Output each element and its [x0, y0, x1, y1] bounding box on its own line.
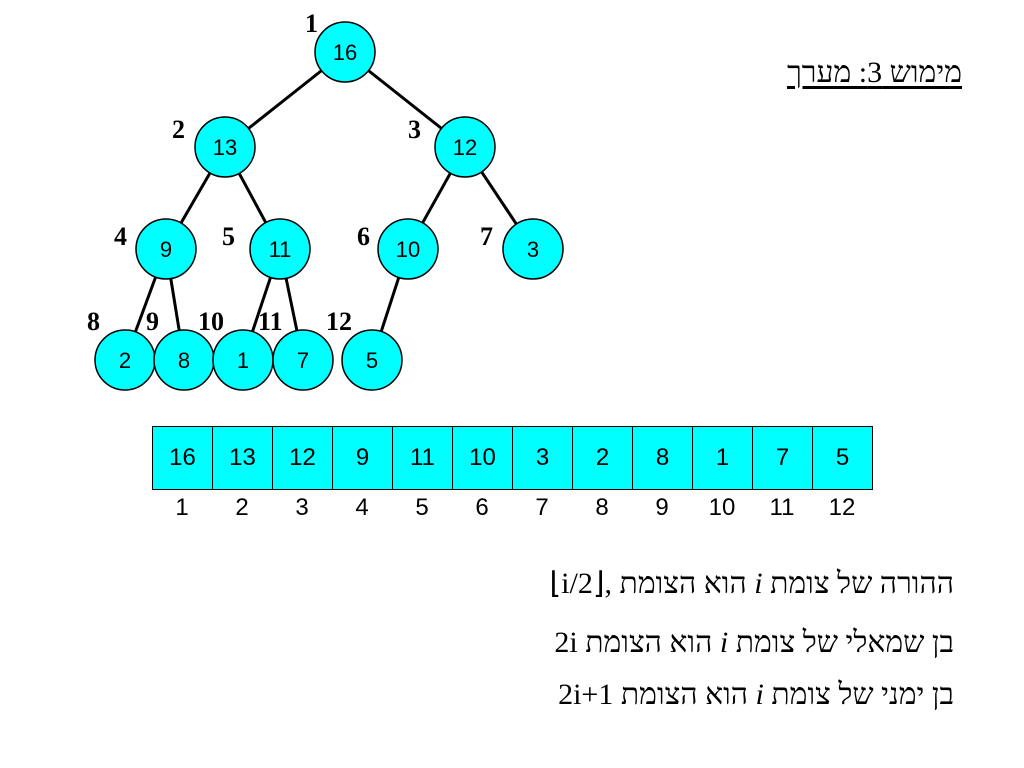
tree-edge [179, 172, 212, 224]
tree-node [502, 218, 564, 280]
tree-node [194, 116, 256, 178]
tree-node-index: 2 [172, 115, 185, 144]
array-cell: 2 [573, 427, 633, 489]
array-index: 6 [475, 494, 489, 521]
tree-node-value: 7 [297, 348, 309, 373]
parent-formula: ההורה של צומת i הוא הצומת ⌊i/2⌋, [549, 566, 954, 601]
tree-edge [133, 276, 158, 333]
array-index: 11 [769, 494, 795, 521]
tree-edge [379, 277, 401, 332]
page-title: מימוש 3: מערך [787, 56, 962, 89]
tree-node-value: 12 [453, 135, 477, 160]
left-text: בן שמאלי של צומת [735, 626, 954, 659]
parent-expr: ⌊i/2⌋, [549, 567, 613, 600]
tree-node-value: 3 [527, 237, 539, 262]
right-child-formula: בן ימני של צומת i הוא הצומת 2i+1 [558, 678, 954, 712]
tree-node-index: 12 [326, 307, 352, 336]
tree-edge [247, 69, 323, 130]
right-var: i [755, 678, 764, 711]
array-cell: 12 [273, 427, 333, 489]
tree-node-value: 16 [333, 40, 357, 65]
array-cell: 1 [693, 427, 753, 489]
tree-edge [169, 278, 181, 331]
right-text: בן ימני של צומת [771, 678, 954, 711]
tree-edge [367, 69, 443, 130]
parent-mid: הוא הצומת [619, 567, 747, 600]
right-mid: הוא הצומת [620, 678, 749, 711]
left-expr: 2i [554, 626, 578, 659]
tree-node-index: 11 [258, 307, 283, 336]
array-cell: 9 [333, 427, 393, 489]
tree-node-index: 8 [87, 307, 100, 336]
tree-node-index: 6 [357, 222, 370, 251]
left-mid: הוא הצומת [585, 626, 713, 659]
left-child-formula: בן שמאלי של צומת i הוא הצומת 2i [554, 626, 954, 660]
tree-node [272, 329, 334, 391]
array-index: 5 [415, 494, 429, 521]
tree-node [434, 116, 496, 178]
tree-node-index: 4 [114, 222, 127, 251]
tree-edge [284, 278, 299, 331]
tree-node [249, 218, 311, 280]
tree-node-value: 13 [213, 135, 237, 160]
tree-node-value: 1 [237, 348, 249, 373]
parent-text: ההורה של צומת [770, 567, 954, 600]
array-cell: 8 [633, 427, 693, 489]
tree-node [314, 21, 376, 83]
tree-node-value: 10 [396, 237, 420, 262]
array-index: 12 [828, 494, 856, 521]
array-index: 2 [235, 494, 249, 521]
tree-node-value: 11 [269, 237, 292, 262]
tree-node-value: 8 [178, 348, 190, 373]
heap-array: 16 13 12 9 11 10 3 2 8 1 7 5 [152, 426, 873, 490]
array-cell: 13 [213, 427, 273, 489]
array-cell: 5 [813, 427, 872, 489]
tree-edge [421, 172, 452, 224]
tree-edge [251, 276, 272, 333]
tree-node-index: 5 [222, 222, 235, 251]
left-var: i [719, 626, 729, 659]
array-cell: 11 [393, 427, 453, 489]
array-index: 3 [295, 494, 309, 521]
array-index: 1 [175, 494, 189, 521]
array-cell: 10 [453, 427, 513, 489]
tree-node-index: 7 [480, 222, 493, 251]
tree-edge [480, 171, 518, 225]
array-index: 4 [355, 494, 369, 521]
tree-node-value: 9 [160, 237, 172, 262]
tree-node-value: 5 [366, 348, 378, 373]
array-cell: 3 [513, 427, 573, 489]
array-cell: 16 [153, 427, 213, 489]
array-index: 7 [535, 494, 549, 521]
array-index-row: 1 2 3 4 5 6 7 8 9 10 11 12 [152, 494, 872, 522]
tree-node-index: 9 [146, 307, 159, 336]
tree-node-index: 10 [198, 307, 224, 336]
tree-edge [237, 172, 268, 224]
tree-node-value: 2 [119, 348, 131, 373]
parent-var: i [754, 567, 763, 600]
array-index: 9 [655, 494, 669, 521]
array-index: 10 [708, 494, 736, 521]
tree-node-index: 1 [305, 9, 318, 38]
array-cell: 7 [753, 427, 813, 489]
tree-node [135, 218, 197, 280]
right-expr: 2i+1 [558, 678, 614, 711]
tree-node [377, 218, 439, 280]
tree-node [341, 329, 403, 391]
array-index: 8 [595, 494, 609, 521]
tree-node-index: 3 [408, 115, 421, 144]
